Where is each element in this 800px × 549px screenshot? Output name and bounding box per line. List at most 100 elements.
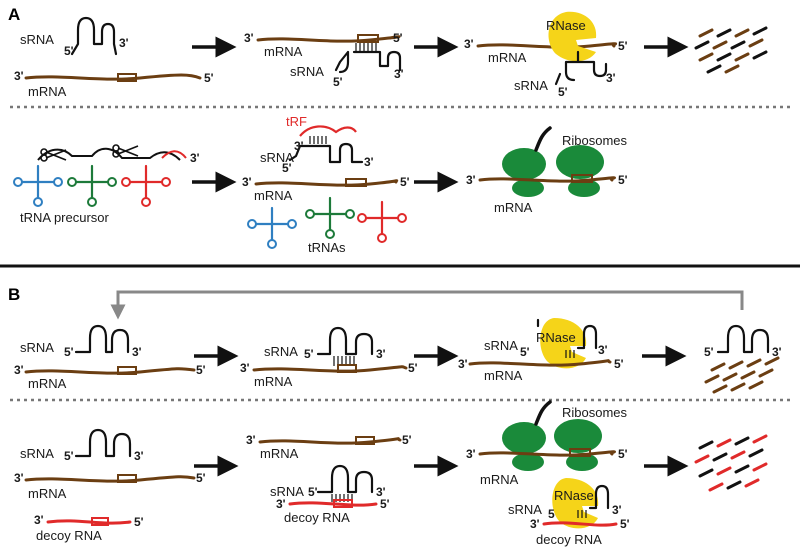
a2c-mrna-box	[571, 174, 593, 183]
b1d-srna	[716, 324, 770, 354]
a2c-mrna-label: mRNA	[494, 200, 533, 215]
a1b-mrna-5prime: 5'	[393, 31, 403, 45]
b2c-rnase	[552, 478, 599, 529]
b2b-srna	[316, 464, 374, 494]
a2-trna-precursor: 3'	[12, 147, 200, 208]
b2c-decoy-3prime: 3'	[530, 517, 540, 531]
b1b-srna-5prime: 5'	[304, 347, 314, 361]
a1-srna-5prime: 5'	[64, 44, 74, 58]
b1-mrna	[24, 367, 196, 375]
b2b-decoy-box	[333, 499, 353, 508]
b2-mrna	[24, 475, 196, 483]
b1d-srna-5prime: 5'	[704, 345, 714, 359]
a2-scissors-icon	[40, 144, 139, 162]
b1b-mrna-3prime: 3'	[240, 361, 250, 375]
b1d-srna-3prime: 3'	[772, 345, 782, 359]
a1c-srna-5prime: 5'	[558, 85, 568, 99]
b2c-decoy-rna	[542, 521, 618, 527]
b2b-decoy-5prime: 5'	[380, 497, 390, 511]
b1c-mrna-5prime: 5'	[614, 357, 624, 371]
b2c-ribosomes	[502, 400, 602, 471]
a1c-srna-label: sRNA	[514, 78, 548, 93]
a1b-mrna	[256, 35, 401, 43]
b2b-mrna	[258, 437, 402, 445]
b1c-srna-label: sRNA	[484, 338, 518, 353]
a1c-srna-3prime: 3'	[606, 71, 616, 85]
b2-srna-5prime: 5'	[64, 449, 74, 463]
b2-decoy-5prime: 5'	[134, 515, 144, 529]
a2-srna-3prime: 3'	[364, 155, 374, 169]
a1c-mrna-3prime: 3'	[464, 37, 474, 51]
b2-decoy-label: decoy RNA	[36, 528, 102, 543]
a1-mrna-3prime: 3'	[14, 69, 24, 83]
b1-mrna-5prime: 5'	[196, 363, 206, 377]
b1-srna-label: sRNA	[20, 340, 54, 355]
b1c-basepairs	[565, 350, 575, 358]
panel-b-label: B	[8, 285, 20, 304]
b1-recycle-arrow	[110, 290, 744, 320]
a2-srna-label: sRNA	[260, 150, 294, 165]
a1c-mrna-label: mRNA	[488, 50, 527, 65]
b1b-mrna-5prime: 5'	[408, 361, 418, 375]
b1-srna-5prime: 5'	[64, 345, 74, 359]
b2c-mrna	[478, 450, 616, 457]
b2b-mrna-5prime: 5'	[402, 433, 412, 447]
b1c-mrna-3prime: 3'	[458, 357, 468, 371]
a2-mrna-label: mRNA	[254, 188, 293, 203]
a1-degraded-fragments	[694, 26, 768, 74]
b2b-mrna-label: mRNA	[260, 446, 299, 461]
a1b-basepairs	[355, 43, 377, 52]
a2c-mrna	[478, 176, 616, 183]
b2-mrna-5prime: 5'	[196, 471, 206, 485]
a2-mrna-3prime: 3'	[242, 175, 252, 189]
b2b-decoy-3prime: 3'	[276, 497, 286, 511]
b2c-basepairs	[577, 510, 587, 518]
a2-trna-precursor-label: tRNA precursor	[20, 210, 110, 225]
b1b-mrna	[252, 365, 408, 373]
a1b-mrna-label: mRNA	[264, 44, 303, 59]
a2-srna	[288, 142, 364, 164]
a1c-srna	[554, 50, 608, 86]
a1-srna-3prime: 3'	[119, 36, 129, 50]
b2c-ribosomes-label: Ribosomes	[562, 405, 628, 420]
a1-mrna-box	[117, 73, 137, 82]
panel-a-label: A	[8, 5, 20, 24]
a1-srna-label: sRNA	[20, 32, 54, 47]
b2-decoy-rna	[46, 519, 132, 525]
b2c-rnase-label: RNase	[554, 488, 594, 503]
a1-srna	[70, 16, 118, 56]
b2-srna	[74, 428, 132, 458]
b1c-mrna-label: mRNA	[484, 368, 523, 383]
b1-mrna-label: mRNA	[28, 376, 67, 391]
b2b-srna-5prime: 5'	[308, 485, 318, 499]
b2-srna-3prime: 3'	[134, 449, 144, 463]
a2-srna-3prime-top: 3'	[294, 139, 304, 153]
b2-srna-label: sRNA	[20, 446, 54, 461]
b1b-srna	[316, 326, 374, 356]
b2b-mrna-box	[355, 436, 375, 445]
b2c-srna-3prime: 3'	[612, 503, 622, 517]
b1-mrna-3prime: 3'	[14, 363, 24, 377]
a2-ribosomes	[502, 126, 604, 197]
b2c-mrna-5prime: 5'	[618, 447, 628, 461]
b2-decoy-3prime: 3'	[34, 513, 44, 527]
a1c-mrna	[476, 42, 618, 49]
b2-degraded-fragments	[694, 434, 768, 492]
b2c-mrna-3prime: 3'	[466, 447, 476, 461]
b2c-srna	[588, 484, 610, 510]
b1b-mrna-box	[337, 364, 357, 373]
a2c-mrna-3prime: 3'	[466, 173, 476, 187]
a2-trf-label: tRF	[286, 114, 307, 129]
a1b-mrna-3prime: 3'	[244, 31, 254, 45]
a2c-mrna-5prime: 5'	[618, 173, 628, 187]
b1c-rnase-label: RNase	[536, 330, 576, 345]
a2-ribosomes-label: Ribosomes	[562, 133, 628, 148]
a2-mrna-box	[345, 178, 367, 187]
a2-trf-pairs	[309, 136, 327, 144]
a1b-mrna-box	[357, 34, 379, 43]
b2c-mrna-label: mRNA	[480, 472, 519, 487]
b1c-rnase	[540, 318, 587, 369]
a1-mrna-label: mRNA	[28, 84, 67, 99]
a2-mrna	[254, 179, 399, 187]
b1c-mrna	[468, 359, 612, 367]
